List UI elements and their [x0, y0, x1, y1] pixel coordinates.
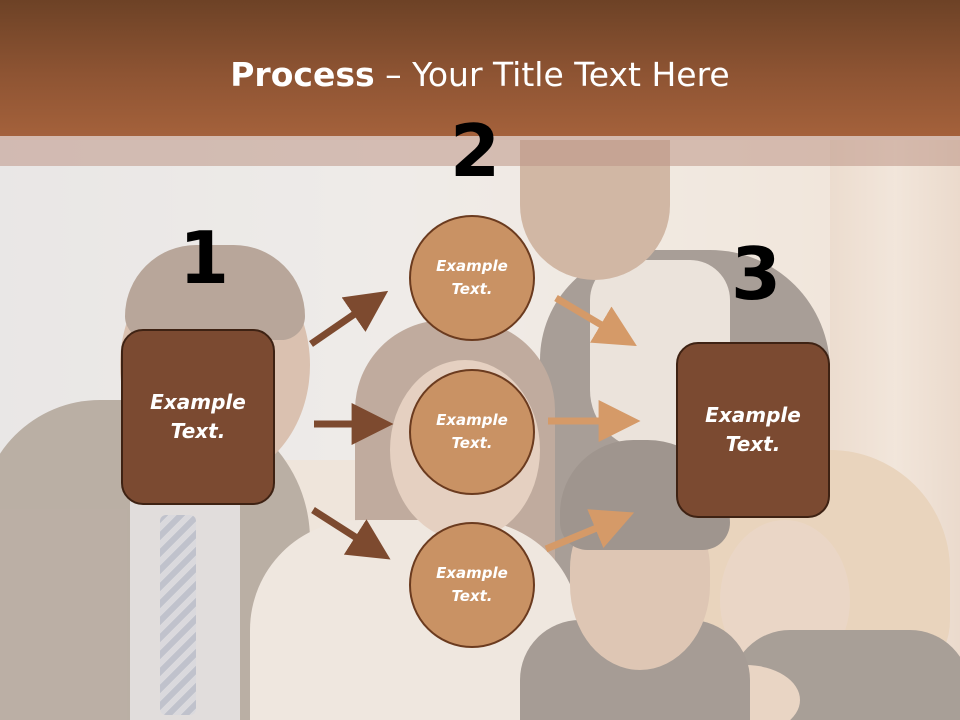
arrow-left-to-bottom — [311, 507, 391, 560]
photo-person-left-hair — [125, 245, 305, 340]
step-3-box-text: Example Text. — [705, 403, 801, 456]
arrow-left-to-top — [309, 290, 389, 347]
circle-bottom-text: Example Text. — [436, 564, 508, 605]
step-number-1: 1 — [179, 216, 230, 300]
arrow-bottom-to-right — [544, 509, 635, 553]
circle-middle-text: Example Text. — [436, 411, 508, 452]
slide-title-rest: – Your Title Text Here — [374, 55, 730, 94]
step-2-circle-top[interactable]: Example Text. — [409, 215, 535, 341]
arrow-top-to-right — [554, 294, 637, 347]
step-number-2: 2 — [450, 109, 501, 193]
step-2-circle-bottom[interactable]: Example Text. — [409, 522, 535, 648]
photo-person-left-tie — [160, 515, 196, 715]
slide-title-bold: Process — [230, 55, 375, 94]
step-2-circle-middle[interactable]: Example Text. — [409, 369, 535, 495]
step-3-box[interactable]: Example Text. — [676, 342, 830, 518]
step-1-box[interactable]: Example Text. — [121, 329, 275, 505]
slide-title: Process – Your Title Text Here — [0, 53, 960, 97]
step-number-3: 3 — [731, 232, 782, 316]
step-1-box-text: Example Text. — [150, 390, 246, 443]
title-bar — [0, 0, 960, 136]
title-band — [0, 136, 960, 166]
circle-top-text: Example Text. — [436, 257, 508, 298]
